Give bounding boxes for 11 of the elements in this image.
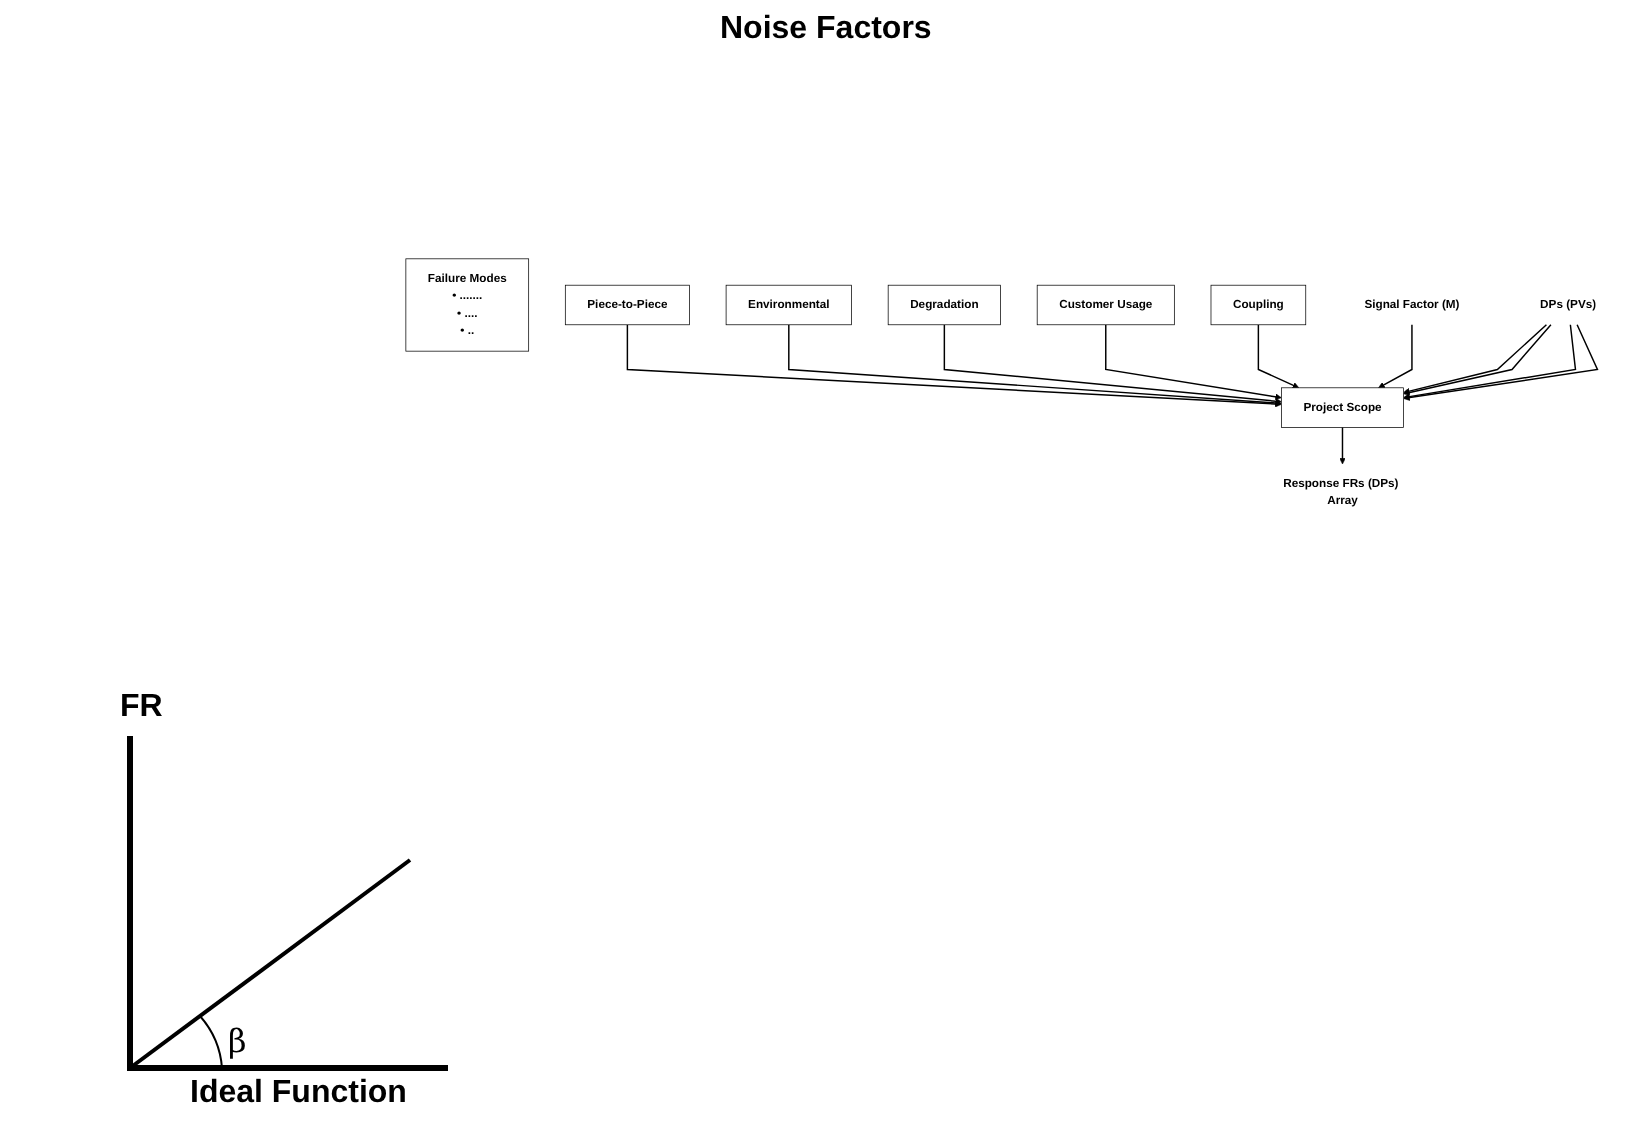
axis-label: Ideal Function [190,1076,407,1112]
arrow [1105,324,1282,400]
arrow [1257,324,1300,389]
arrow [788,324,1282,407]
angle-label: β [228,1022,247,1060]
arrow [943,324,1282,405]
arrow [1339,426,1346,465]
axis-label: FR [120,690,163,726]
group-heading: Noise Factors [720,12,932,48]
arrow [1378,324,1413,389]
arrow [626,324,1282,408]
